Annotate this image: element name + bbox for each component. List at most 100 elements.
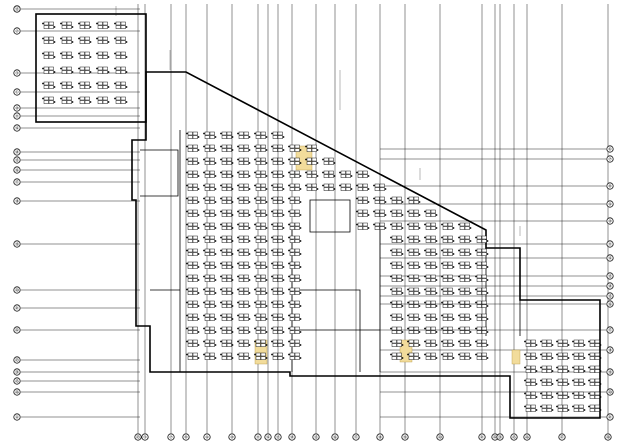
workstation-cluster <box>237 222 251 230</box>
workstation-cluster <box>588 404 602 412</box>
grid-bubble-left-label: ⑮ <box>15 157 20 164</box>
workstation-cluster <box>254 287 268 295</box>
workstation-cluster <box>524 339 538 347</box>
workstation-cluster <box>271 131 285 139</box>
workstation-cluster <box>186 196 200 204</box>
workstation-cluster <box>271 261 285 269</box>
workstation-cluster <box>424 248 438 256</box>
workstation-cluster <box>407 209 421 217</box>
grid-bubble-bottom: ㉕ <box>510 433 518 441</box>
grid-bubble-right: ⑥ <box>606 145 614 153</box>
workstation-cluster <box>458 313 472 321</box>
workstation-cluster <box>424 287 438 295</box>
workstation-cluster <box>373 222 387 230</box>
workstation-cluster <box>271 209 285 217</box>
grid-bubble-bottom-label: ⑰ <box>354 434 359 441</box>
grid-bubble-right-label: ⑭ <box>608 283 613 290</box>
workstation-cluster <box>458 274 472 282</box>
grid-bubble-left-label: ⑫ <box>15 125 20 132</box>
workstation-cluster <box>203 144 217 152</box>
grid-bubble-bottom: ⑳ <box>436 433 444 441</box>
workstation-cluster <box>407 196 421 204</box>
workstation-cluster <box>203 300 217 308</box>
workstation-cluster <box>271 144 285 152</box>
grid-bubble-bottom-label: ⑳ <box>438 434 443 441</box>
grid-bubble-left-label: Ⓐ <box>15 414 20 421</box>
grid-bubble-left: ㉕ <box>13 377 21 385</box>
grid-bubble-bottom: ⑯ <box>331 433 339 441</box>
workstation-cluster <box>42 66 56 74</box>
workstation-cluster <box>271 274 285 282</box>
workstation-cluster <box>407 300 421 308</box>
workstation-cluster <box>288 196 302 204</box>
workstation-cluster <box>441 326 455 334</box>
workstation-cluster <box>458 352 472 360</box>
workstation-cluster <box>424 300 438 308</box>
workstation-cluster <box>203 222 217 230</box>
workstation-cluster <box>373 196 387 204</box>
grid-bubble-bottom-label: ⑬ <box>276 434 281 441</box>
grid-bubble-left: ⑫ <box>13 124 21 132</box>
workstation-cluster <box>60 36 74 44</box>
workstation-cluster <box>114 36 128 44</box>
grid-bubble-right: ㉑ <box>606 413 614 421</box>
workstation-cluster <box>588 391 602 399</box>
workstation-cluster <box>114 81 128 89</box>
grid-bubble-bottom: ㉓ <box>134 433 142 441</box>
grid-bubble-right-label: ⑯ <box>608 301 613 308</box>
workstation-cluster <box>254 339 268 347</box>
grid-bubble-left: ⑱ <box>13 197 21 205</box>
workstation-cluster <box>588 339 602 347</box>
workstation-cluster <box>390 326 404 334</box>
grid-bubble-right: ⑪ <box>606 240 614 248</box>
workstation-cluster <box>186 352 200 360</box>
workstation-cluster <box>540 391 554 399</box>
grid-bubble-right-label: ⑫ <box>608 255 613 262</box>
workstation-cluster <box>441 235 455 243</box>
grid-bubble-right-label: ⑱ <box>608 347 613 354</box>
grid-bubble-bottom-label: ㉕ <box>512 434 517 441</box>
workstation-cluster <box>424 209 438 217</box>
workstation-cluster <box>254 157 268 165</box>
workstation-cluster <box>237 183 251 191</box>
grid-bubble-right-label: ⑰ <box>608 327 613 334</box>
workstation-cluster <box>339 170 353 178</box>
workstation-cluster <box>475 352 489 360</box>
workstation-cluster <box>288 339 302 347</box>
workstation-cluster <box>524 378 538 386</box>
grid-bubble-top: ⑬ <box>13 5 21 13</box>
workstation-cluster <box>407 235 421 243</box>
workstation-cluster <box>254 209 268 217</box>
workstation-cluster <box>237 261 251 269</box>
grid-bubble-right-label: ⑮ <box>608 293 613 300</box>
grid-bubbles: ⑬②③①⑩⑪⑫⑭⑮⑯⑰⑱⑲⑳㉑㉒㉓㉔㉕㉖Ⓐ⑥⑦⑧⑨⑩⑪⑫⑬⑭⑮⑯⑰⑱⑲⑳㉑㉓③⑦… <box>13 5 614 441</box>
grid-bubble-left: ③ <box>13 69 21 77</box>
workstation-cluster <box>237 209 251 217</box>
workstation-cluster <box>475 313 489 321</box>
workstation-cluster <box>441 287 455 295</box>
workstation-cluster <box>96 81 110 89</box>
workstation-cluster <box>271 287 285 295</box>
workstation-cluster <box>220 248 234 256</box>
workstation-cluster <box>203 131 217 139</box>
room-annotations <box>115 6 521 236</box>
workstation-cluster <box>237 170 251 178</box>
workstation-cluster <box>254 131 268 139</box>
workstation-cluster <box>203 326 217 334</box>
workstation-cluster <box>220 261 234 269</box>
workstation-cluster <box>237 157 251 165</box>
workstation-cluster <box>271 235 285 243</box>
grid-bubble-left-label: ⑲ <box>15 241 20 248</box>
workstation-cluster <box>458 261 472 269</box>
workstation-cluster <box>288 287 302 295</box>
workstation-cluster <box>237 326 251 334</box>
workstation-cluster <box>96 21 110 29</box>
grid-bubble-left: ⑰ <box>13 178 21 186</box>
workstation-cluster <box>339 183 353 191</box>
grid-bubble-right: ⑩ <box>606 217 614 225</box>
grid-bubble-bottom-label: ㉗ <box>560 434 565 441</box>
workstation-cluster <box>114 21 128 29</box>
workstation-cluster <box>220 144 234 152</box>
highlighted-room <box>511 349 521 365</box>
